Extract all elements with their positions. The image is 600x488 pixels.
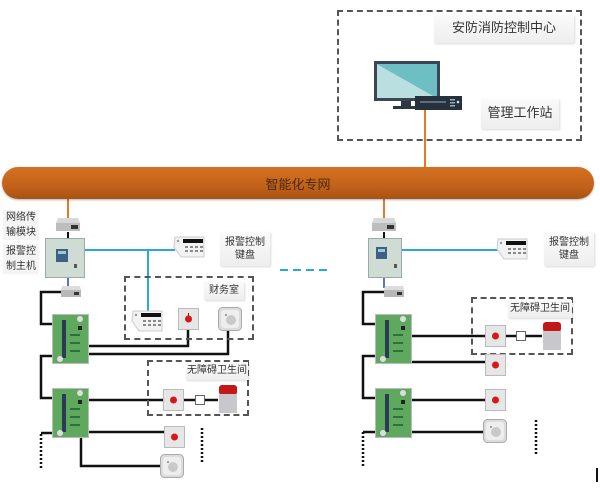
right-restroom-label: 无障碍卫生间 bbox=[508, 300, 572, 318]
right-alarm-host-icon bbox=[368, 238, 402, 278]
workstation-icon bbox=[373, 60, 463, 112]
right-zone-board-1 bbox=[375, 314, 412, 364]
right-restroom-boundary bbox=[471, 297, 573, 355]
left-network-module-icon bbox=[55, 216, 81, 232]
finance-detector-icon bbox=[218, 307, 242, 331]
network-bus-label: 智能化专网 bbox=[265, 177, 331, 193]
network-module-label: 网络传 输模块 bbox=[3, 210, 39, 240]
right-interface-module-icon bbox=[383, 284, 405, 298]
right-keypad-icon bbox=[496, 238, 528, 260]
finance-panic-button-icon bbox=[178, 308, 199, 330]
network-bus: 智能化专网 bbox=[2, 167, 594, 199]
left-keypad-label: 报警控制 键盘 bbox=[220, 232, 270, 266]
left-panic-button-icon bbox=[164, 426, 185, 448]
right-keypad-label: 报警控制 键盘 bbox=[544, 232, 594, 266]
right-network-module-icon bbox=[371, 216, 397, 232]
left-alarm-host-icon bbox=[45, 238, 85, 278]
right-panic-button-icon-2 bbox=[485, 389, 506, 411]
left-detector-icon bbox=[160, 454, 184, 478]
left-restroom-panic-button-icon bbox=[163, 389, 184, 411]
control-center-title: 安防消防控制中心 bbox=[434, 15, 574, 43]
finance-room-label: 财务室 bbox=[204, 282, 244, 300]
left-keypad-icon bbox=[173, 236, 205, 258]
right-zone-board-2 bbox=[375, 388, 412, 438]
right-panic-button-icon-1 bbox=[485, 354, 506, 376]
right-restroom-relay-icon bbox=[516, 331, 526, 341]
left-interface-module-icon bbox=[60, 284, 82, 298]
right-detector-icon bbox=[483, 419, 507, 443]
left-zone-board-2 bbox=[52, 388, 89, 438]
left-zone-board-1 bbox=[52, 314, 89, 364]
left-restroom-strobe-icon bbox=[218, 384, 238, 414]
right-restroom-panic-button-icon bbox=[485, 325, 506, 347]
left-bus-2 bbox=[39, 354, 53, 400]
right-restroom-strobe-icon bbox=[542, 321, 562, 351]
finance-room-boundary bbox=[124, 276, 254, 340]
left-bus-1 bbox=[39, 290, 62, 326]
left-restroom-boundary bbox=[147, 360, 249, 416]
alarm-host-label: 报警控 制主机 bbox=[3, 244, 39, 274]
finance-keypad-icon bbox=[131, 310, 163, 332]
control-center-boundary bbox=[337, 10, 582, 141]
left-restroom-label: 无障碍卫生间 bbox=[186, 362, 248, 380]
workstation-label: 管理工作站 bbox=[481, 99, 559, 129]
right-bus-2 bbox=[361, 354, 376, 400]
right-bus-1 bbox=[361, 290, 384, 326]
left-restroom-relay-icon bbox=[195, 395, 205, 405]
